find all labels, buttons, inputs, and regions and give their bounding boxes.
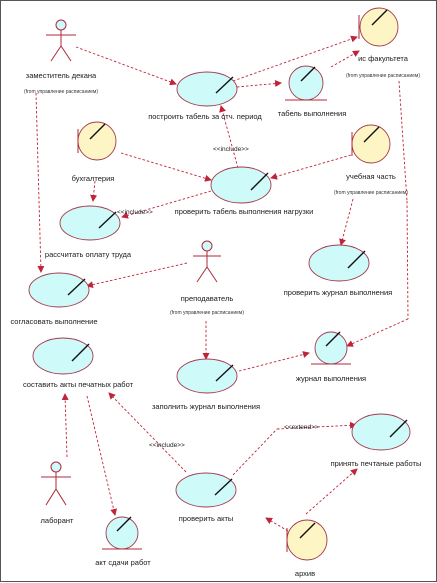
dep-checkacts-accept-a	[232, 428, 278, 476]
usecase-check-journal-label: проверить журнал выполнения	[284, 288, 393, 297]
usecase-check-journal[interactable]: проверить журнал выполнения	[284, 244, 393, 297]
usecase-make-acts[interactable]: составить акты печатных работ	[23, 337, 134, 389]
dep-lab-makeacts	[61, 393, 69, 458]
dep-academic-check	[270, 154, 352, 180]
usecase-check-timesheet-label: проверить табель выполнения нагрузки	[175, 207, 314, 216]
actor-lab-assistant-label: лаборант	[41, 516, 74, 525]
entity-timesheet-label: табель выполнения	[278, 109, 347, 118]
dep-timesheet-faculty	[330, 50, 360, 68]
entity-work-act[interactable]: акт сдачи работ	[95, 516, 151, 567]
boundary-accounting[interactable]: бухгалтерия	[72, 121, 117, 183]
boundary-academic-unit-source: (from управление расписанием)	[334, 190, 408, 196]
stereotype-include-1: <<include>>	[213, 146, 249, 153]
boundary-academic-unit[interactable]: учебная часть (from управление расписани…	[334, 124, 408, 196]
usecase-approve[interactable]: согласовать выполнение	[10, 272, 98, 326]
entity-journal[interactable]: журнал выполнения	[296, 331, 366, 383]
dep-accounting-calcpay	[90, 180, 98, 202]
usecase-calc-pay[interactable]: рассчитать оплату труда	[45, 205, 132, 259]
stereotype-extend-1: <<extend>>	[284, 424, 319, 431]
dep-build-timesheet	[236, 80, 282, 88]
dep-faculty-journal-c	[346, 318, 409, 347]
boundary-archive[interactable]: архив	[286, 519, 328, 578]
dependencies	[35, 35, 409, 532]
actor-lab-assistant[interactable]: лаборант	[41, 461, 74, 525]
boundary-accounting-label: бухгалтерия	[72, 174, 115, 183]
usecase-build-timesheet-label: построить табель за отч. период	[148, 112, 262, 121]
dep-archive-checkacts	[265, 517, 289, 532]
actor-deputy-dean[interactable]: заместитель декана (from управление расп…	[24, 19, 98, 95]
dep-check-calcpay-include	[121, 190, 212, 219]
usecase-accept-print-label: принять печтаные работы	[331, 459, 422, 468]
usecase-check-timesheet[interactable]: проверить табель выполнения нагрузки	[175, 166, 314, 216]
stereotype-include-2: <<include>>	[117, 209, 153, 216]
usecase-check-acts-label: проверить акты	[179, 514, 234, 523]
actor-deputy-dean-label: заместитель декана	[26, 71, 97, 80]
dep-faculty-journal-a	[398, 80, 408, 202]
actor-teacher[interactable]: преподаватель (from управление расписани…	[170, 240, 244, 316]
actor-teacher-label: преподаватель	[181, 294, 234, 303]
dep-check-build-include	[219, 105, 239, 169]
usecase-fill-journal[interactable]: заполнить журнал выполнения	[152, 358, 260, 411]
entity-journal-label: журнал выполнения	[296, 374, 366, 383]
dep-build-faculty	[232, 35, 358, 82]
entity-timesheet[interactable]: табель выполнения	[278, 65, 347, 118]
dep-checkacts-makeacts-include	[108, 392, 187, 473]
dep-deputy-approve	[35, 92, 45, 273]
actor-teacher-source: (from управление расписанием)	[170, 310, 244, 316]
usecase-accept-print[interactable]: принять печтаные работы	[331, 413, 422, 468]
usecase-make-acts-label: составить акты печатных работ	[23, 380, 134, 389]
boundary-faculty-is[interactable]: ис факультета (from управление расписани…	[346, 7, 420, 79]
boundary-faculty-is-label: ис факультета	[358, 54, 409, 63]
dep-accounting-check	[120, 152, 212, 182]
dep-fill-journal	[238, 351, 310, 372]
actor-deputy-dean-source: (from управление расписанием)	[24, 89, 98, 95]
stereotype-include-3: <<include>>	[149, 442, 185, 449]
entity-work-act-label: акт сдачи работ	[95, 558, 151, 567]
usecase-calc-pay-label: рассчитать оплату труда	[45, 250, 132, 259]
usecase-check-acts[interactable]: проверить акты	[175, 472, 237, 523]
dep-academic-checkjournal	[339, 198, 354, 246]
dep-archive-accept	[305, 468, 358, 515]
dep-makeacts-workact	[86, 395, 118, 516]
dep-faculty-journal-b	[406, 200, 409, 320]
usecase-approve-label: согласовать выполнение	[10, 317, 97, 326]
usecase-fill-journal-label: заполнить журнал выполнения	[152, 402, 260, 411]
boundary-faculty-is-source: (from управление расписанием)	[346, 73, 420, 79]
boundary-academic-unit-label: учебная часть	[346, 172, 396, 181]
boundary-archive-label: архив	[295, 569, 315, 578]
dep-teacher-approve	[86, 262, 188, 289]
usecase-build-timesheet[interactable]: построить табель за отч. период	[148, 71, 262, 121]
